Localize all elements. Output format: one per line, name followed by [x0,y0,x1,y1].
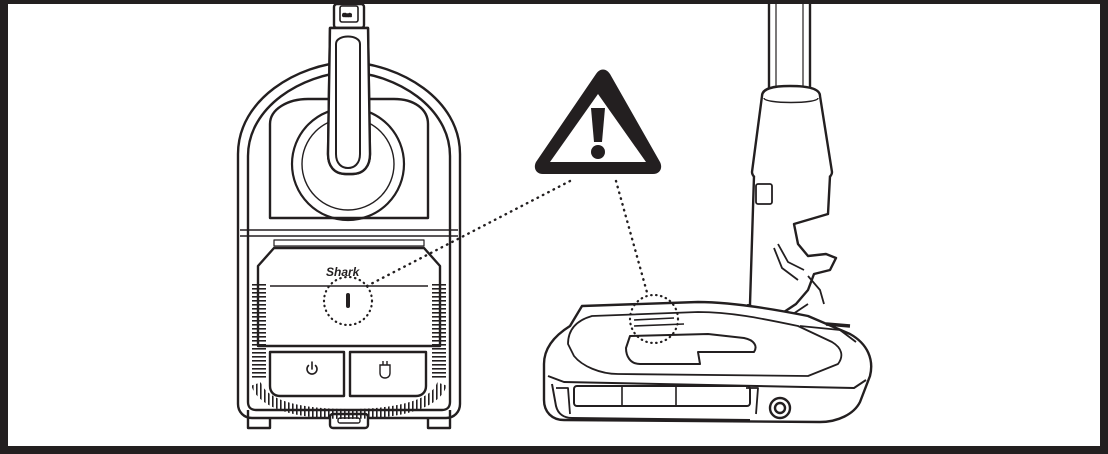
left-vents [252,284,266,380]
floor-nozzle-unit [542,4,873,424]
plug-button [348,350,428,398]
plug-icon [379,361,391,379]
power-button [268,350,346,398]
wand-collar [750,84,834,188]
pod-feet [246,410,452,430]
power-icon [306,361,318,375]
warning-triangle-icon [534,69,662,174]
vacuum-pod-unit: Shark [236,4,462,430]
indicator-light-icon [346,293,350,308]
dust-cup-window [268,97,430,220]
callout-line-pod [365,178,574,288]
handle-tag-label: Shark [343,13,351,17]
wand [767,4,812,98]
pod-inner-body [246,70,452,412]
brand-logo: Shark [326,265,361,279]
nozzle-center-cover [625,333,757,365]
right-vents [432,284,446,380]
handle-tag: Shark [332,4,366,30]
brushroll-window [573,385,751,407]
side-wheel [768,396,792,420]
pod-callout-circle [322,275,374,327]
callout-line-nozzle [614,179,650,298]
nozzle-callout-circle [628,293,680,345]
bottom-vents [251,381,447,419]
vacuum-diagram: Shark [236,4,873,430]
pod-mid-seam [240,229,458,237]
